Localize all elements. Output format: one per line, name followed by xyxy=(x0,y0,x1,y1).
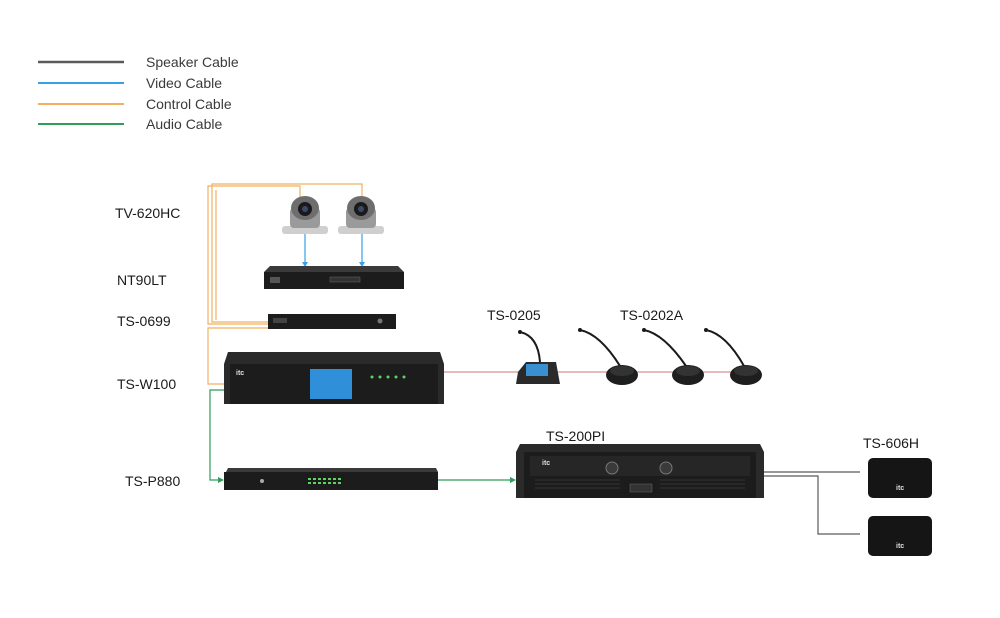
amp-knob-left xyxy=(606,462,618,474)
device-labels: TV-620HC NT90LT TS-0699 TS-W100 TS-P880 … xyxy=(115,205,919,489)
label-delegate-unit: TS-0202A xyxy=(620,307,684,323)
speaker-cable-2 xyxy=(764,476,860,534)
label-tracking: TS-0699 xyxy=(117,313,171,329)
control-cable-camera2 xyxy=(212,184,362,322)
legend-label-control: Control Cable xyxy=(146,96,232,112)
brand-logo-spk2: itc xyxy=(896,543,904,550)
label-speaker: TS-606H xyxy=(863,435,919,451)
label-conference-host: TS-W100 xyxy=(117,376,176,392)
control-cable-camera1 xyxy=(208,186,300,324)
audio-arrow-1 xyxy=(218,477,224,483)
delegate-unit-1 xyxy=(578,328,638,385)
processor-device xyxy=(224,468,438,490)
host-screen xyxy=(310,369,352,399)
brand-logo-spk1: itc xyxy=(896,485,904,492)
label-chairman-unit: TS-0205 xyxy=(487,307,541,323)
delegate-unit-2 xyxy=(642,328,704,385)
brand-logo-w100: itc xyxy=(236,370,244,377)
legend: Speaker Cable Video Cable Control Cable … xyxy=(38,54,239,132)
label-video-matrix: NT90LT xyxy=(117,272,167,288)
brand-logo-amp: itc xyxy=(542,460,550,467)
speaker-2: itc xyxy=(868,516,932,556)
legend-label-audio: Audio Cable xyxy=(146,116,222,132)
amp-knob-right xyxy=(660,462,672,474)
audio-arrow-2 xyxy=(510,477,516,483)
camera-1 xyxy=(282,196,328,234)
legend-label-video: Video Cable xyxy=(146,75,222,91)
legend-label-speaker: Speaker Cable xyxy=(146,54,239,70)
amplifier-device: itc xyxy=(516,444,764,498)
chairman-unit xyxy=(516,330,560,384)
video-matrix-device xyxy=(264,266,404,289)
label-camera: TV-620HC xyxy=(115,205,180,221)
camera-2 xyxy=(338,196,384,234)
label-processor: TS-P880 xyxy=(125,473,180,489)
conference-host-device: itc xyxy=(224,352,444,404)
tracking-device xyxy=(268,314,396,329)
audio-cable-w100-p880 xyxy=(210,390,224,480)
delegate-unit-3 xyxy=(704,328,762,385)
speaker-1: itc xyxy=(868,458,932,498)
label-amplifier: TS-200PI xyxy=(546,428,605,444)
